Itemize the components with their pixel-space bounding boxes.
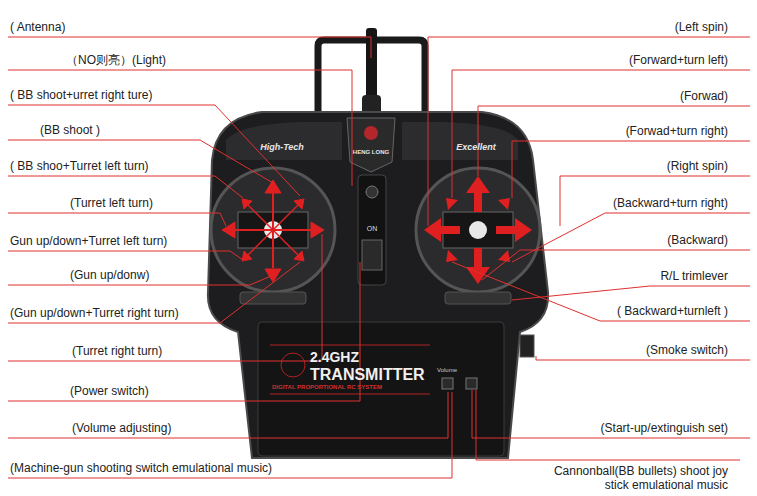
callout-label: ( BB shoo+Turret left turn)	[10, 159, 149, 173]
panel-emblem	[281, 353, 305, 377]
power-switch	[362, 240, 382, 270]
callout-label: (Forwad+turn right)	[626, 124, 728, 138]
callout-label: R/L trimlever	[660, 269, 728, 283]
right-gimbal	[416, 168, 540, 292]
callout-label: (Volume adjusting)	[72, 421, 171, 435]
device-marking: High-Tech	[260, 142, 304, 153]
device-marking: TRANSMITTER	[310, 366, 425, 384]
callout-label: (Left spin)	[675, 20, 728, 34]
light	[366, 186, 378, 198]
button	[466, 378, 477, 389]
callout-label: (Backward+turn right)	[613, 196, 728, 210]
leader-lines	[8, 37, 750, 478]
logo-dragon	[364, 126, 378, 140]
callout-label: (Power switch)	[70, 384, 149, 398]
callout-label: (Forward+turn left)	[629, 53, 728, 67]
callout-label: （NO则亮）(Light)	[66, 53, 166, 67]
bottom-panel	[258, 322, 504, 456]
callout-label: ( Backward+turnleft )	[617, 304, 728, 318]
switch-column	[358, 175, 386, 285]
stick-knob	[469, 221, 487, 239]
callout-label: ( BB shoot+urret right ture)	[10, 88, 152, 102]
direction-arrows	[424, 176, 532, 284]
device-marking: HENG LONG	[353, 148, 389, 156]
callout-label: (Turret left turn)	[70, 196, 153, 210]
device-marking: DIGITAL PROPORTIONAL RC SYSTEM	[272, 383, 382, 391]
top-panel	[402, 122, 518, 160]
device-marking: Excellent	[456, 142, 496, 153]
callout-label: (Forwad)	[680, 89, 728, 103]
callout-label: (Turret right turn)	[72, 344, 162, 358]
top-panel	[226, 122, 342, 160]
button	[442, 378, 453, 389]
callout-label: (Right spin)	[667, 159, 728, 173]
callout-label: (Smoke switch)	[646, 343, 728, 357]
smoke-switch	[520, 335, 534, 357]
callout-label: ( Antenna)	[10, 20, 65, 34]
callout-label: (BB shoot )	[40, 123, 100, 137]
panel-stripe	[270, 345, 430, 346]
device-marking: ON	[367, 224, 378, 233]
transmitter-body	[208, 112, 548, 458]
logo-shield	[347, 118, 395, 172]
callout-label: (Start-up/extinguish set)	[601, 421, 728, 435]
device-marking: Volume	[437, 366, 457, 374]
callout-label: (Gun up/down+Turret right turn)	[10, 306, 179, 320]
callout-label: Cannonball(BB bullets) shoot joy stick e…	[538, 464, 728, 492]
direction-arrows	[222, 180, 324, 282]
callout-label: Gun up/down+Turret left turn)	[10, 234, 167, 248]
device-marking: 2.4GHZ	[310, 349, 359, 365]
trim-lever	[240, 292, 306, 304]
left-gimbal	[211, 168, 335, 292]
callout-label: (Gun up/donw)	[70, 268, 149, 282]
trim-lever	[445, 292, 511, 304]
callout-label: (Machine-gun shooting switch emulational…	[10, 461, 272, 475]
panel-stripe	[270, 394, 430, 395]
callout-label: (Backward)	[667, 233, 728, 247]
